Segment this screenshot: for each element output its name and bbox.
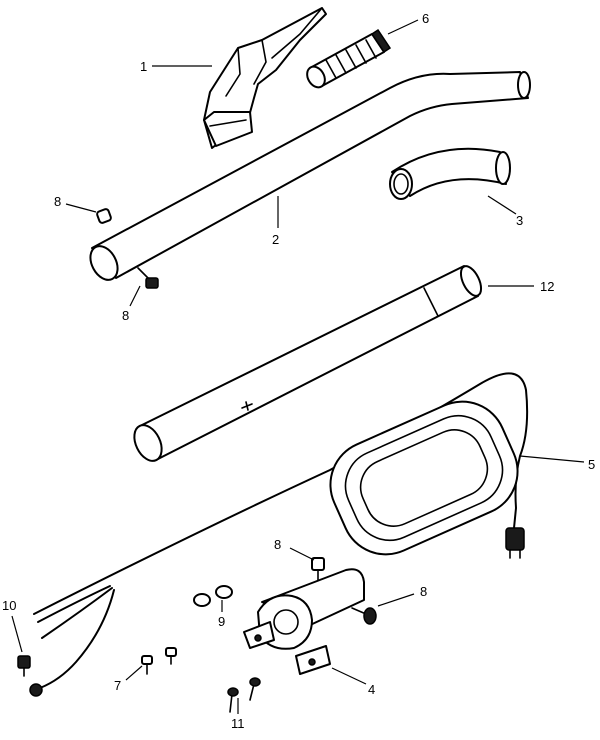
- callout-8-nut: 8: [54, 194, 61, 209]
- part-1-handle-clip: [203, 7, 327, 149]
- callout-8-side: 8: [420, 584, 427, 599]
- callout-11: 11: [231, 716, 245, 731]
- callout-8-bracket-top: 8: [274, 537, 281, 552]
- part-6-spring-grip: [306, 28, 392, 89]
- part-11-screws: [227, 677, 261, 713]
- callout-10: 10: [2, 598, 16, 613]
- callout-8-wand-screw: 8: [122, 308, 129, 323]
- part-8-bracket-screw-top: [311, 557, 325, 581]
- callout-5: 5: [588, 457, 595, 472]
- part-10-wire-leads: [17, 585, 115, 697]
- part-8-side-screw: [351, 607, 377, 625]
- callout-9: 9: [218, 614, 225, 629]
- part-12-lower-wand: [133, 265, 483, 462]
- part-2-upper-wand: [89, 71, 531, 281]
- part-5-power-cord: [33, 372, 529, 615]
- leader-lines: [11, 19, 585, 714]
- callout-7: 7: [114, 678, 121, 693]
- part-9-nuts: [193, 585, 233, 607]
- part-3-hose-cuff: [389, 147, 511, 200]
- callout-3: 3: [516, 213, 523, 228]
- callout-4: 4: [368, 682, 375, 697]
- callout-12: 12: [540, 279, 554, 294]
- part-4-bracket-assembly: [243, 568, 365, 675]
- callout-1: 1: [140, 59, 147, 74]
- callout-2: 2: [272, 232, 279, 247]
- callout-6: 6: [422, 11, 429, 26]
- part-7-screws: [141, 647, 177, 675]
- part-8-wand-screw: [137, 267, 159, 289]
- callout-labels: 1 2 3 4 5 6 7 8 8 8 8 9 10 11 12: [2, 11, 595, 731]
- part-8-nut-upper: [96, 208, 112, 224]
